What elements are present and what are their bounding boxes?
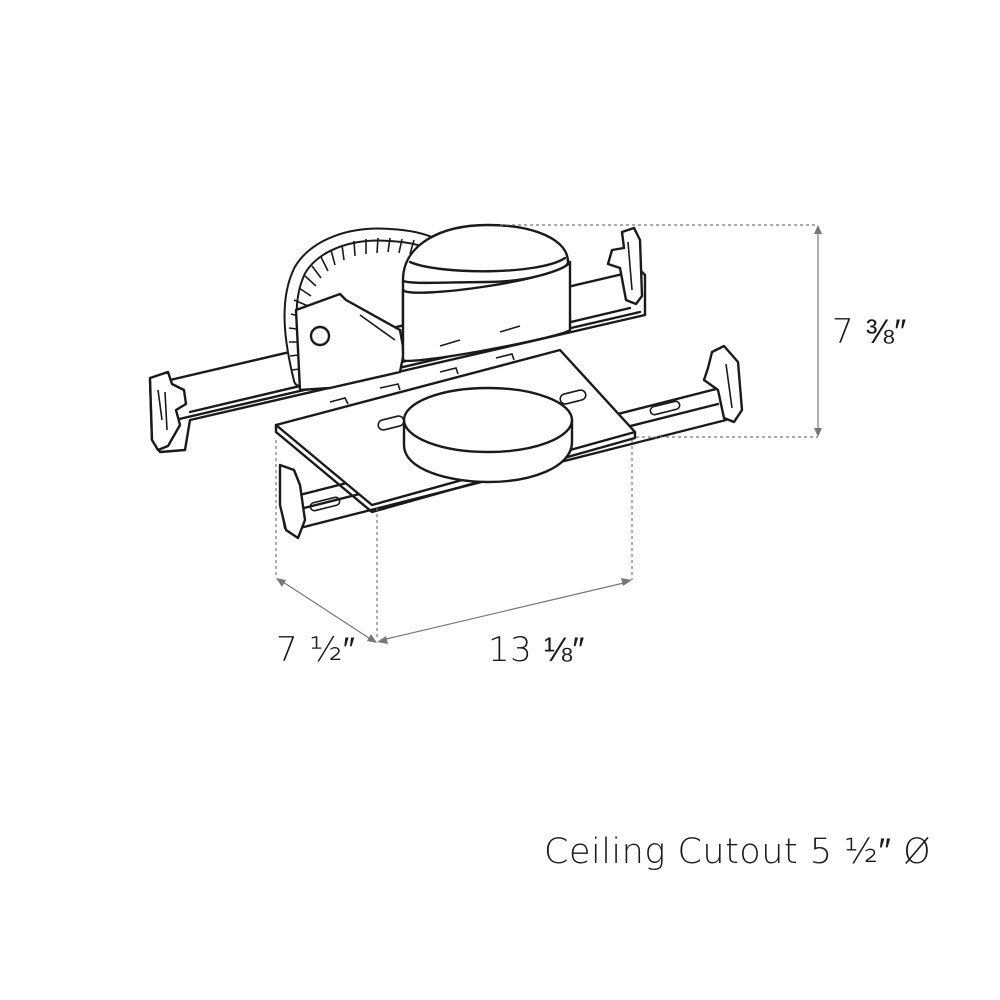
can-housing	[401, 223, 572, 362]
height-dimension	[500, 224, 822, 438]
depth-dimension	[275, 440, 378, 643]
ceiling-cutout-caption: Ceiling Cutout 5 ½″ Ø	[544, 832, 932, 872]
width-dimension-label: 13 ⅛″	[488, 630, 585, 670]
junction-box-bracket	[294, 292, 406, 392]
depth-dimension-label: 7 ½″	[276, 630, 356, 670]
trim-lens	[402, 386, 574, 484]
width-dimension	[377, 440, 633, 644]
height-dimension-label: 7 ⅜″	[832, 312, 907, 352]
